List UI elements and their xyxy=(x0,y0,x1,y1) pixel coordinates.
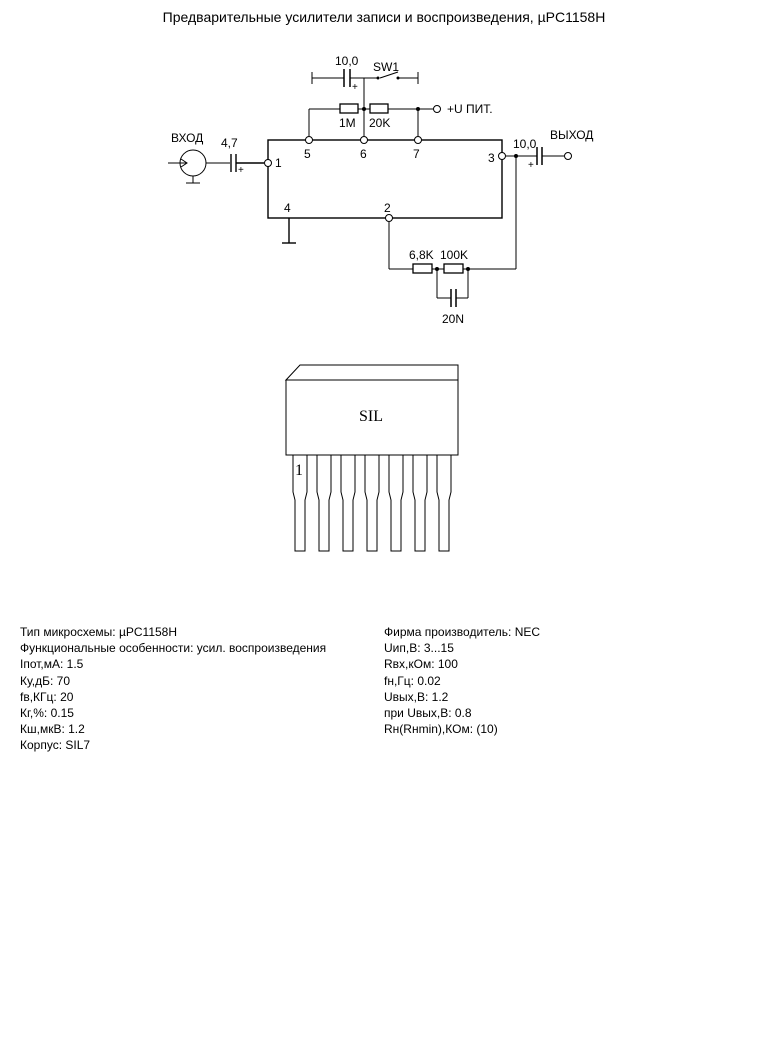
spec-line: Uип,В: 3...15 xyxy=(384,641,454,656)
pin-6-node xyxy=(360,136,368,144)
pin-1-label: 1 xyxy=(275,156,282,170)
spec-line: Кг,%: 0.15 xyxy=(20,706,74,721)
input-label: ВХОД xyxy=(171,131,203,145)
top-cap-plus: + xyxy=(352,82,358,93)
power-terminal xyxy=(433,105,441,113)
spec-line: Фирма производитель: NEC xyxy=(384,625,541,639)
output-terminal xyxy=(564,152,572,160)
spec-line: Кш,мкВ: 1.2 xyxy=(20,722,85,737)
specs-right-column: Фирма производитель: NEC Uип,В: 3...15 R… xyxy=(384,624,540,737)
spec-line: Rвх,кОм: 100 xyxy=(384,657,458,672)
package-pins xyxy=(292,455,452,552)
pin-5-node xyxy=(305,136,313,144)
sil-package xyxy=(284,364,459,456)
fb-cap-label: 20N xyxy=(442,312,464,326)
pin-3-label: 3 xyxy=(488,151,495,165)
spec-line: fв,КГц: 20 xyxy=(20,689,74,704)
top-cap-value: 10,0 xyxy=(335,54,359,68)
output-cap-plus: + xyxy=(528,160,534,171)
ground-symbol xyxy=(282,218,296,244)
package-label: SIL xyxy=(359,408,383,425)
pin-6-label: 6 xyxy=(360,147,367,161)
pin-4-label: 4 xyxy=(284,201,291,215)
pin-2-node xyxy=(385,214,393,222)
switch-label: SW1 xyxy=(373,60,399,74)
spec-line: Тип микросхемы: µPC1158H xyxy=(20,625,178,639)
output-cap-value: 10,0 xyxy=(513,137,537,151)
spec-line: Iпот,мА: 1.5 xyxy=(20,657,84,672)
package-pin1-label: 1 xyxy=(295,462,303,479)
spec-line: Rн(Rнmin),КОм: (10) xyxy=(384,722,498,737)
pin-7-label: 7 xyxy=(413,147,420,161)
spec-line: Функциональные особенности: усил. воспро… xyxy=(20,641,327,656)
spec-line: Ку,дБ: 70 xyxy=(20,673,71,688)
feedback-network xyxy=(388,222,516,307)
res-100k-label: 100K xyxy=(440,248,468,262)
input-capacitor xyxy=(230,154,264,172)
pin-7-node xyxy=(414,136,422,144)
pin-3-node xyxy=(498,152,506,160)
input-jack xyxy=(168,149,230,184)
res-1m-label: 1M xyxy=(339,116,356,130)
res-6k8-label: 6,8K xyxy=(409,248,434,262)
res-20k-label: 20K xyxy=(369,116,390,130)
input-cap-value: 4,7 xyxy=(221,136,238,150)
output-label: ВЫХОД xyxy=(550,128,593,142)
output-path xyxy=(506,147,564,269)
specs-left-column: Тип микросхемы: µPC1158H Функциональные … xyxy=(20,624,326,754)
pin-5-label: 5 xyxy=(304,147,311,161)
power-label: +U ПИТ. xyxy=(447,102,493,116)
spec-line: при Uвых,В: 0.8 xyxy=(384,706,472,721)
spec-line: Uвых,В: 1.2 xyxy=(384,689,449,704)
page-title: Предварительные усилители записи и воспр… xyxy=(162,9,606,25)
pin-2-label: 2 xyxy=(384,201,391,215)
input-cap-plus: + xyxy=(238,165,244,176)
top-capacitor-switch xyxy=(311,69,419,87)
pin-1-node xyxy=(264,159,272,167)
spec-line: fн,Гц: 0.02 xyxy=(384,673,441,688)
spec-line: Корпус: SIL7 xyxy=(20,738,91,753)
top-network xyxy=(308,78,433,136)
